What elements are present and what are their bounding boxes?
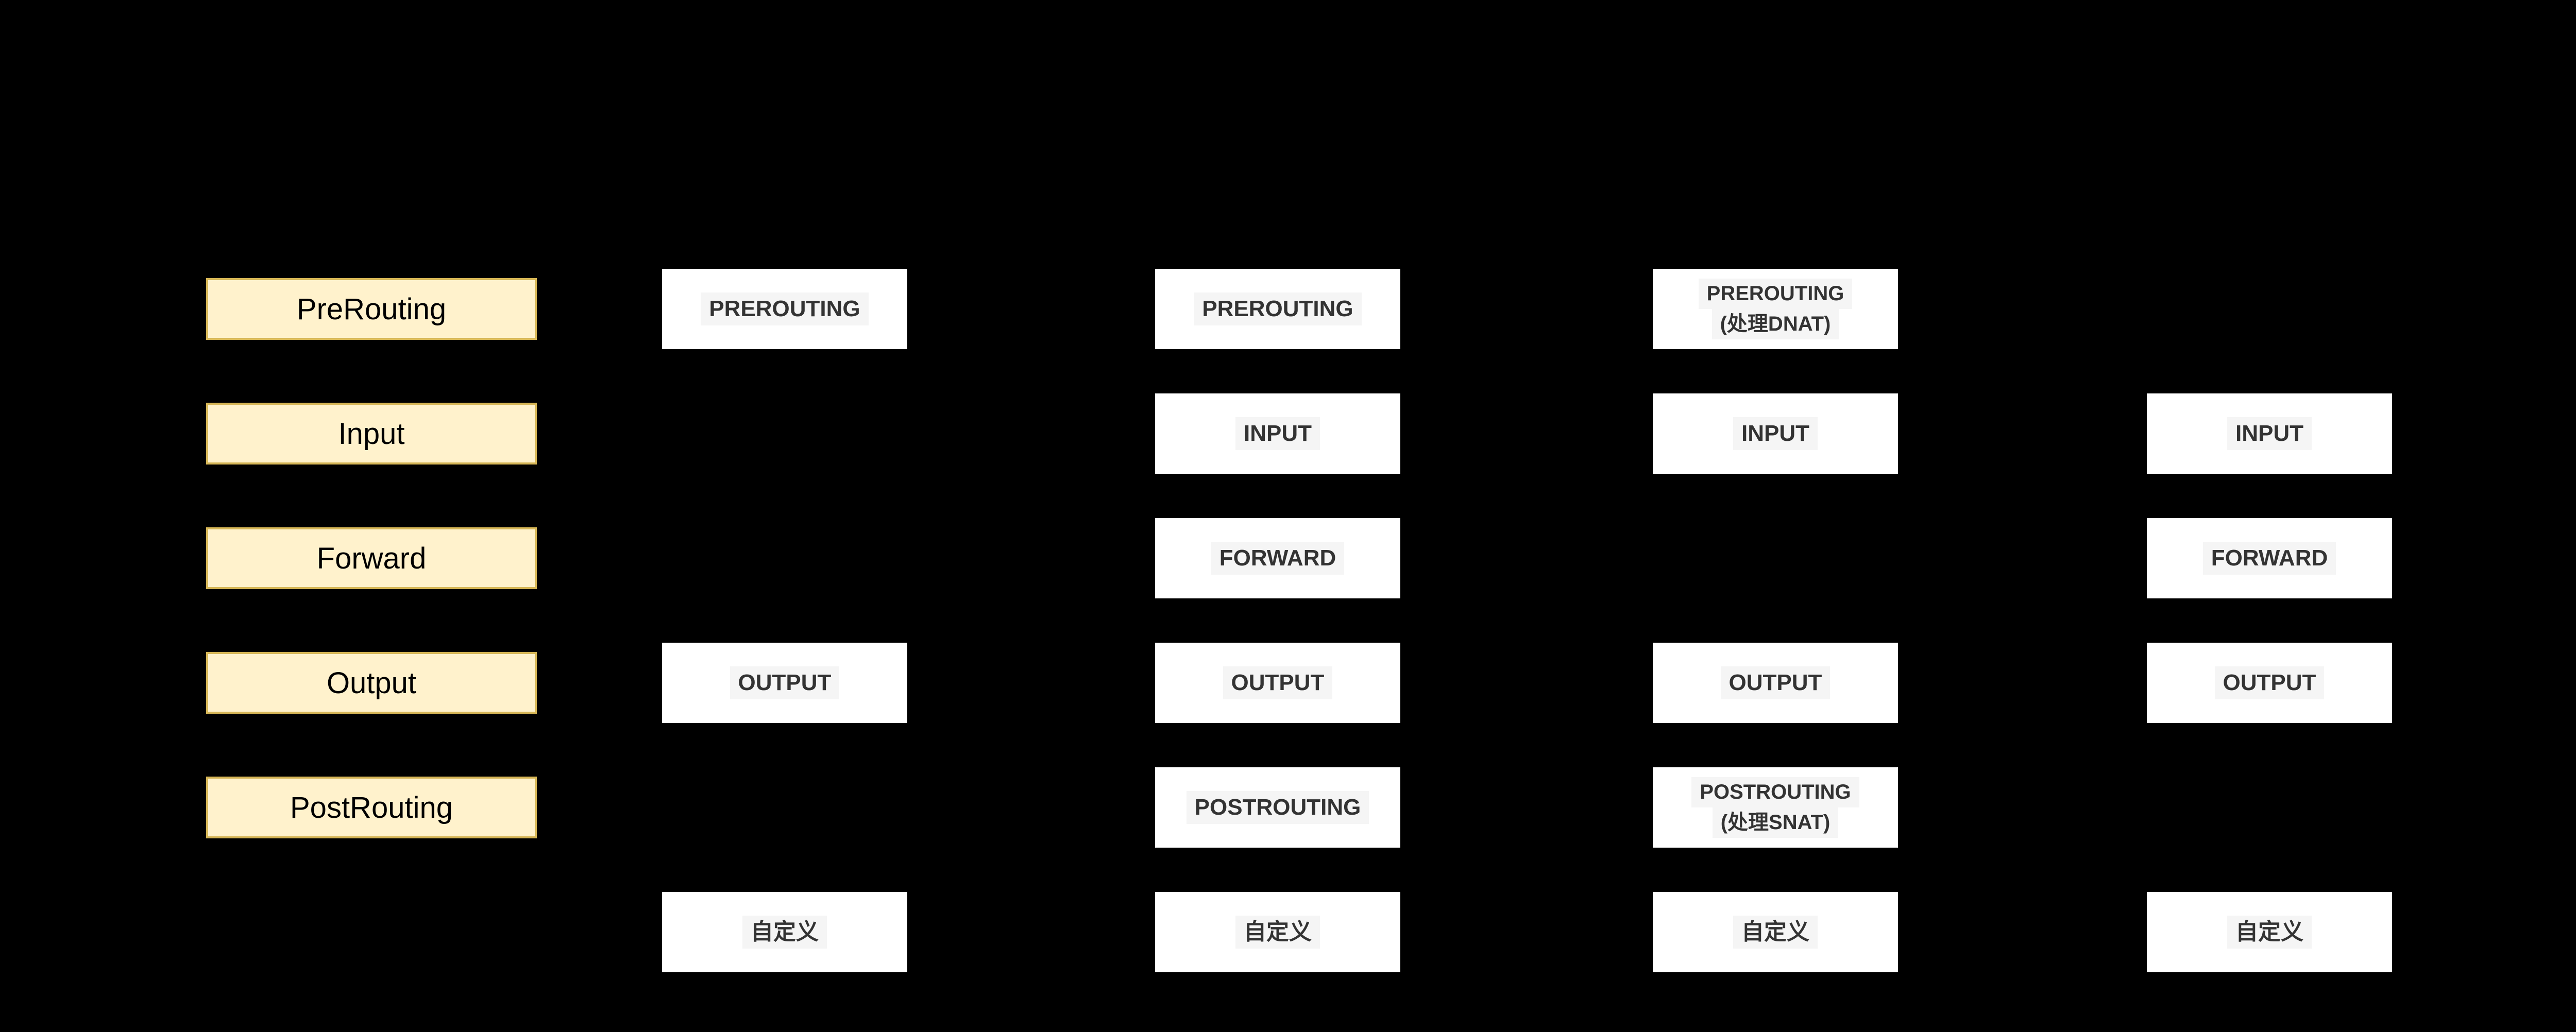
table-box-label-line: OUTPUT [2214, 666, 2325, 699]
chain-box-label: Input [338, 417, 405, 451]
table-box-c3-input: INPUT [1653, 393, 1898, 474]
table-box-c3-custom-chain: 自定义 [1653, 892, 1898, 972]
table-box-c2-postrouting: POSTROUTING [1155, 767, 1400, 848]
chain-box-forward: Forward [206, 527, 537, 589]
chain-box-label: PreRouting [296, 292, 447, 326]
table-box-c4-custom-chain: 自定义 [2147, 892, 2392, 972]
chain-box-input: Input [206, 403, 537, 465]
table-box-c2-prerouting: PREROUTING [1155, 269, 1400, 349]
table-box-label-line: INPUT [2227, 417, 2312, 450]
table-box-label-line: POSTROUTING [1691, 777, 1859, 807]
table-box-label-line: OUTPUT [1720, 666, 1831, 699]
table-box-label-line: POSTROUTING [1186, 791, 1369, 824]
table-box-label-line: FORWARD [1211, 542, 1345, 575]
table-box-c3-prerouting: PREROUTING(处理DNAT) [1653, 269, 1898, 349]
table-box-c3-output: OUTPUT [1653, 643, 1898, 723]
chain-box-label: Output [326, 666, 417, 700]
table-box-c2-forward: FORWARD [1155, 518, 1400, 598]
table-box-label-line: PREROUTING [701, 293, 869, 325]
table-box-label-line: 自定义 [1733, 916, 1818, 949]
chain-box-prerouting: PreRouting [206, 278, 537, 340]
table-box-label-line: (处理SNAT) [1712, 807, 1839, 838]
table-box-c4-forward: FORWARD [2147, 518, 2392, 598]
table-box-c2-output: OUTPUT [1155, 643, 1400, 723]
table-box-c2-input: INPUT [1155, 393, 1400, 474]
table-box-label-line: (处理DNAT) [1711, 309, 1839, 340]
chain-box-output: Output [206, 652, 537, 714]
table-box-label-line: OUTPUT [1223, 666, 1333, 699]
table-box-label-line: 自定义 [2227, 916, 2312, 949]
table-box-c2-custom-chain: 自定义 [1155, 892, 1400, 972]
table-box-label-line: 自定义 [742, 916, 827, 949]
chain-box-postrouting: PostRouting [206, 777, 537, 838]
table-box-c4-input: INPUT [2147, 393, 2392, 474]
table-box-label-line: PREROUTING [1698, 278, 1853, 309]
table-box-c4-output: OUTPUT [2147, 643, 2392, 723]
chain-box-label: Forward [316, 541, 427, 575]
table-box-c3-postrouting: POSTROUTING(处理SNAT) [1653, 767, 1898, 848]
table-box-label-line: OUTPUT [730, 666, 840, 699]
chain-box-label: PostRouting [290, 790, 453, 824]
table-box-label-line: PREROUTING [1194, 293, 1362, 325]
table-box-c1-prerouting: PREROUTING [662, 269, 907, 349]
table-box-label-line: INPUT [1733, 417, 1818, 450]
table-box-label-line: INPUT [1235, 417, 1320, 450]
table-box-c1-output: OUTPUT [662, 643, 907, 723]
table-box-label-line: FORWARD [2202, 542, 2336, 575]
table-box-c1-custom-chain: 自定义 [662, 892, 907, 972]
table-box-label-line: 自定义 [1235, 916, 1320, 949]
